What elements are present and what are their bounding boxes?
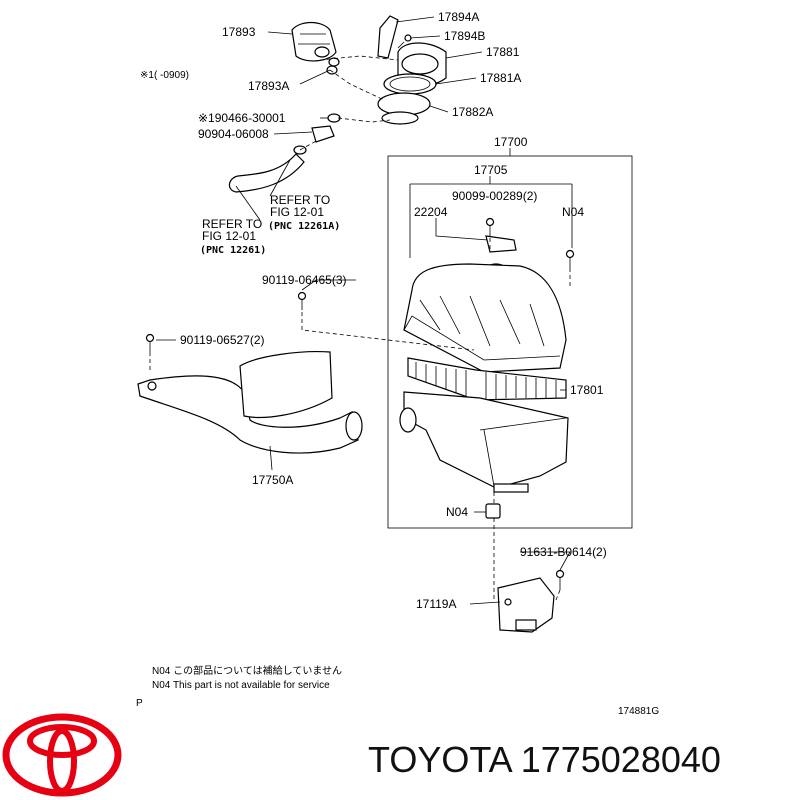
label-17700: 17700	[494, 135, 528, 149]
label-17882A: 17882A	[452, 105, 493, 119]
page-mark: P	[136, 698, 143, 709]
sensor-17894A	[377, 15, 399, 59]
vent-hose	[228, 153, 305, 193]
label-90904: 90904-06008	[198, 127, 269, 141]
label-90119-06465: 90119-06465(3)	[262, 273, 347, 287]
toyota-logo-icon	[2, 713, 122, 797]
bolt-90119-06527	[145, 333, 155, 352]
label-refer2-line2: FIG 12-01	[202, 229, 256, 243]
bolt-91631	[555, 569, 565, 590]
label-22204: 22204	[414, 205, 448, 219]
label-refer1-line1: REFER TO	[270, 193, 330, 207]
label-90099: 90099-00289(2)	[452, 189, 537, 203]
bolt-90119-06465	[297, 291, 307, 310]
label-refer1-line2: FIG 12-01	[270, 205, 324, 219]
label-17894B: 17894B	[444, 29, 485, 43]
label-17894A: 17894A	[438, 10, 479, 24]
screw-n04-top	[565, 249, 575, 268]
label-17893: 17893	[222, 25, 256, 39]
air-cleaner-case	[399, 391, 569, 493]
legend-japanese: N04 この部品については補給していません	[152, 664, 342, 677]
label-refer1-line3: (PNC 12261A)	[268, 221, 340, 232]
intake-duct-17750A	[137, 351, 363, 454]
label-90466: ※190466-30001	[198, 111, 286, 125]
label-17750A: 17750A	[252, 473, 293, 487]
label-17893A: 17893A	[248, 79, 289, 93]
label-n04-bottom: N04	[446, 505, 468, 519]
screw-90099	[485, 217, 495, 236]
bracket-17119A	[497, 577, 555, 633]
label-90119-06527: 90119-06527(2)	[180, 333, 265, 347]
footer-caption: TOYOTA 1775028040	[368, 739, 721, 780]
filter-element-17801	[407, 357, 567, 401]
label-17881: 17881	[486, 45, 520, 59]
label-17705: 17705	[474, 163, 508, 177]
label-refer2-line1: REFER TO	[202, 217, 262, 231]
grommet-n04	[485, 503, 501, 519]
label-refer2-line3: (PNC 12261)	[200, 245, 266, 256]
label-17119A: 17119A	[416, 597, 456, 611]
label-17801: 17801	[570, 383, 604, 397]
label-production-range: ※1( -0909)	[140, 70, 189, 81]
resonator-17893	[291, 21, 337, 62]
label-n04-top: N04	[562, 205, 584, 219]
adapter-17881A	[383, 73, 437, 95]
diagram-code: 174881G	[618, 706, 659, 717]
gasket-17882A	[377, 92, 431, 125]
label-91631: 91631-B0614(2)	[520, 545, 607, 559]
clamp-17893A	[326, 57, 340, 75]
legend-english: N04 This part is not available for servi…	[152, 680, 330, 691]
label-17881A: 17881A	[480, 71, 521, 85]
air-cleaner-cap	[403, 263, 567, 373]
